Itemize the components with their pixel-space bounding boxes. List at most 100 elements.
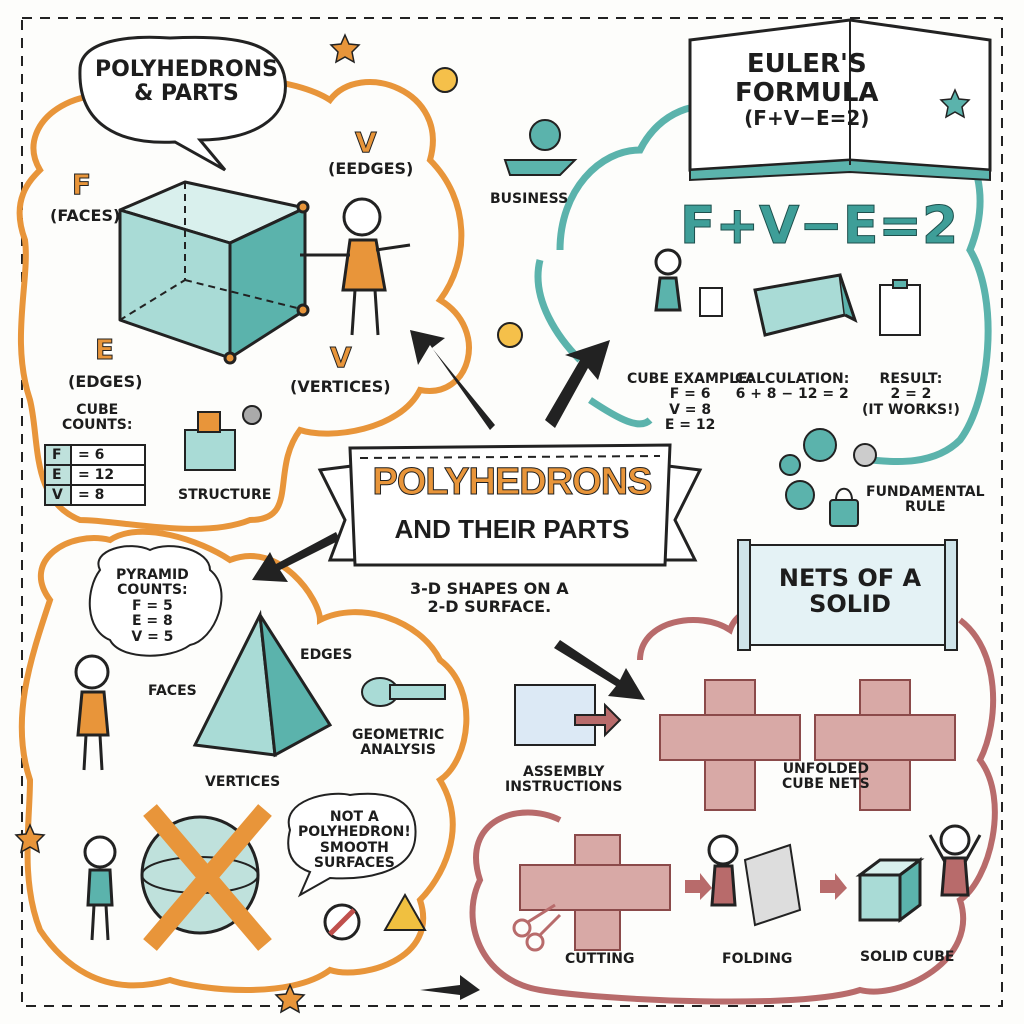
not-polyhedron-line: SMOOTH [319,839,389,856]
cube-example-value: V = 8 [669,401,712,418]
cube-net-2 [814,679,956,811]
title-speech-bubble [78,35,287,172]
eedges-label: (EEDGES) [328,159,414,178]
count-key: V [44,484,72,506]
cube-example-value: E = 12 [664,417,716,434]
count-value: = 6 [70,444,146,466]
folding-figure [707,834,802,927]
prism-icon [753,273,858,337]
pyramid-counts-line: PYRAMID [116,567,189,583]
cutting-label: CUTTING [565,951,635,967]
result-expression: 2 = 2 [890,386,932,403]
nets-title-line: SOLID [809,590,891,619]
cube-counts-table: F= 6 E= 12 V= 8 [44,444,146,506]
unfolded-line: UNFOLDED [782,761,869,777]
dashed-frame [21,17,1003,1007]
cheering-figure [928,824,982,897]
book-icon [688,18,992,182]
title-bubble-line: POLYHEDRONS [95,57,278,82]
star-icons [14,33,971,1014]
count-value: = 12 [70,464,146,486]
solid-cube-icon [855,857,925,923]
pyramid-counts-line: COUNTS: [117,582,188,599]
table-row: E= 12 [44,464,146,486]
not-polyhedron-line: POLYHEDRON! [298,824,411,841]
cube-counts-title-line: COUNTS: [62,417,133,434]
pyramid-shape [192,609,333,758]
euler-book-line: FORMULA [735,77,879,108]
folding-label: FOLDING [722,951,793,967]
calculation: CALCULATION:6 + 8 − 12 = 2 [735,371,849,403]
v-top-letter: V [355,126,378,159]
euler-book-line: EULER'S [746,49,867,79]
result-note: (IT WORKS!) [862,401,960,418]
fundamental-rule-line: FUNDAMENTAL [866,484,985,500]
cube-counts-title-line: CUBE [76,402,119,418]
not-polyhedron-bubble [287,792,417,898]
count-key: F [44,444,72,466]
geometric-analysis-line: ANALYSIS [360,742,436,759]
crossed-sphere [140,804,272,951]
e-letter: E [94,333,115,366]
business-label: BUSINESS [490,191,569,207]
center-banner [317,443,703,567]
banner-title: POLYHEDRONS [372,461,653,504]
cube-net-1 [659,679,801,811]
pyramid-counts-line: F = 5 [131,597,173,614]
fundamental-rule-line: RULE [904,499,946,516]
pyramid-vertices-label: VERTICES [205,774,281,790]
euler-book-line: (F+V−E=2) [744,106,870,131]
v-letter: V [330,341,353,374]
euler-formula-big: F+V−E=2 [679,196,959,256]
flow-arrows [252,330,645,1000]
small-arrows [685,873,847,900]
tape-measure-icon [361,677,446,707]
count-key: E [44,464,72,486]
pyramid-faces-label: FACES [148,683,197,699]
business-gear-icon [503,119,578,176]
edges-label: (EDGES) [68,372,143,391]
calculator-figure [654,248,723,317]
result: RESULT:2 = 2(IT WORKS!) [862,371,960,418]
calculation-expression: 6 + 8 − 12 = 2 [735,386,849,403]
warning-icon [383,892,427,931]
no-entry-icon [323,903,361,941]
cube-example-value: F = 6 [669,386,711,403]
lightbulb-icon [432,67,523,348]
banner-caption-line: 2-D SURFACE. [427,596,552,616]
result-heading: RESULT: [879,371,943,387]
table-row: F= 6 [44,444,146,466]
banner-caption-line: 3-D SHAPES ON A [410,579,569,598]
title-bubble-line: & PARTS [134,81,239,107]
structure-label: STRUCTURE [178,487,272,503]
stick-figure-thinking [74,654,110,771]
cube-example-heading: CUBE EXAMPLE: [627,371,754,387]
assembly-line: ASSEMBLY [523,764,605,780]
nets-scroll [737,539,958,651]
assembly-line: INSTRUCTIONS [505,779,623,796]
scissors-icon [512,903,562,952]
nets-title-line: NETS OF A [778,564,922,592]
f-letter: F [71,168,92,201]
pyramid-edges-label: EDGES [300,647,353,663]
pyramid-counts-line: E = 8 [131,613,173,630]
pyramid-thought-bubble [88,545,223,657]
blocks-icon [184,405,262,471]
pyramid-counts-line: V = 5 [131,628,174,645]
not-polyhedron-line: NOT A [329,809,379,825]
gears-lock-icon [779,428,877,527]
banner-subtitle: AND THEIR PARTS [394,514,630,544]
orange-cloud-bottom [18,528,470,993]
